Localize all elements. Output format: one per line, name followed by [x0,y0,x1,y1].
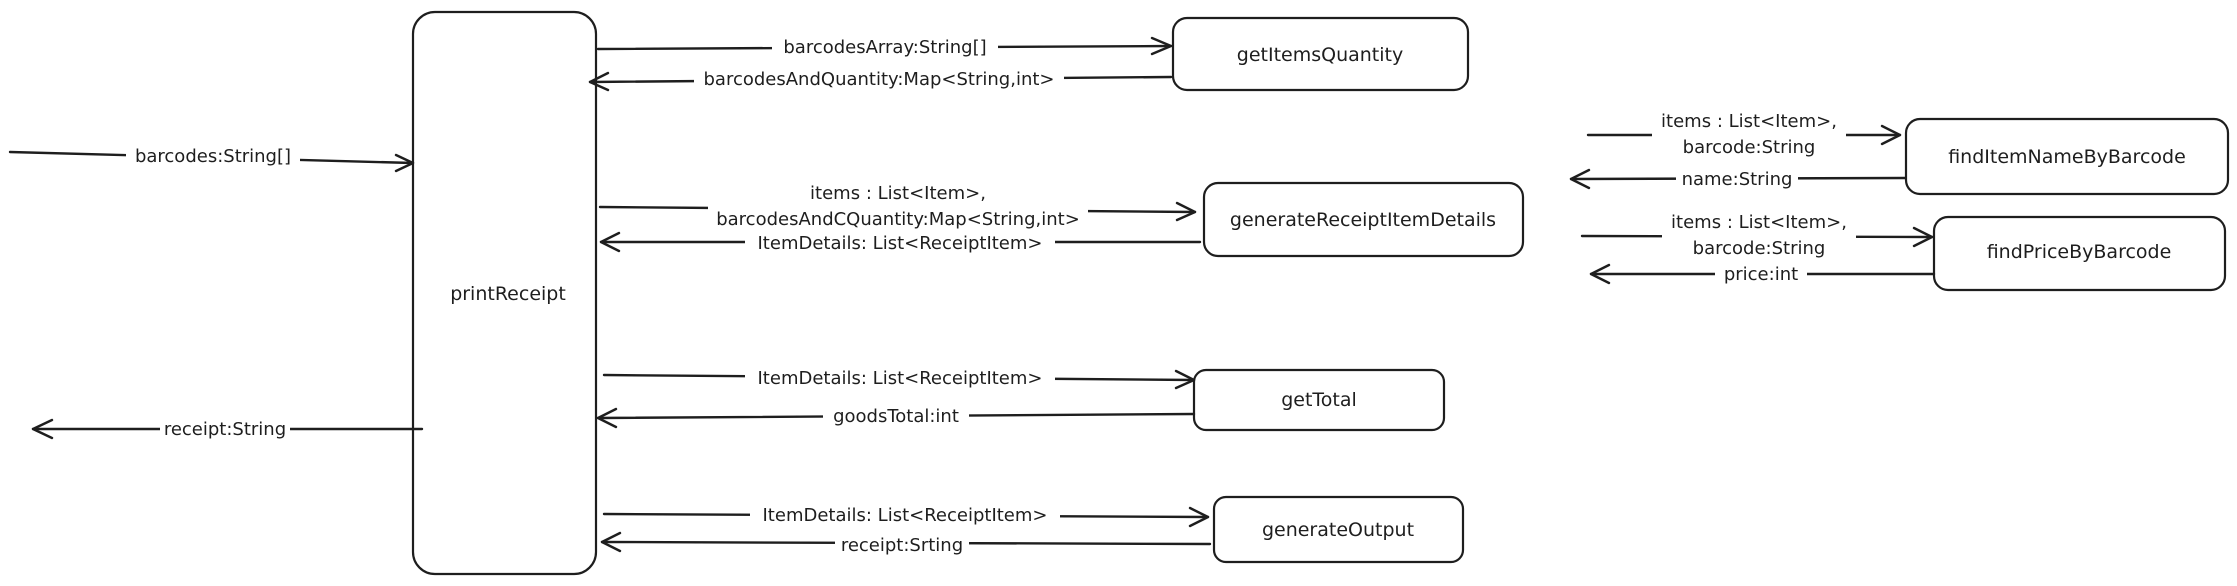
node-find-price-by-barcode: findPriceByBarcode [1932,215,2227,292]
edge-item-details-to-output: ItemDetails: List<ReceiptItem> [602,503,1210,528]
edge-name-string: name:String [1569,167,1907,191]
edge-item-details-return: ItemDetails: List<ReceiptItem> [599,231,1202,255]
edge-label-items-list-1: items : List<Item>, [810,183,986,204]
edge-label-name-string: name:String [1682,169,1793,190]
edge-receipt-srting: receipt:Srting [600,531,1212,557]
node-label-generate-output: generateOutput [1262,519,1414,541]
edge-barcodes-in: barcodes:String[] [8,144,415,173]
edge-items-barcode-to-name: items : List<Item>, barcode:String [1586,109,1902,159]
edge-label-price-int: price:int [1724,264,1798,285]
edge-label-items-list-price: items : List<Item>, [1671,212,1847,233]
edge-label-barcodes-and-quantity: barcodesAndQuantity:Map<String,int> [704,69,1055,90]
edge-label-barcode-string-price: barcode:String [1693,238,1826,259]
edge-price-int: price:int [1589,262,1936,286]
edge-label-barcodes-and-cquantity: barcodesAndCQuantity:Map<String,int> [716,209,1080,230]
edge-label-item-details-to-output: ItemDetails: List<ReceiptItem> [763,505,1048,526]
node-label-find-price-by-barcode: findPriceByBarcode [1987,241,2172,263]
node-get-items-quantity: getItemsQuantity [1171,16,1470,92]
node-print-receipt: printReceipt [411,10,598,576]
node-label-get-total: getTotal [1281,389,1357,411]
edge-goods-total: goodsTotal:int [596,404,1196,429]
edge-label-goods-total: goodsTotal:int [833,406,959,427]
edge-receipt-out: receipt:String [31,417,424,441]
node-label-get-items-quantity: getItemsQuantity [1237,44,1403,66]
edge-barcodes-and-quantity: barcodesAndQuantity:Map<String,int> [588,67,1173,92]
edge-label-receipt-out: receipt:String [164,419,286,440]
edge-barcodes-array: barcodesArray:String[] [596,35,1173,59]
edge-label-barcodes-in: barcodes:String[] [135,146,291,167]
edge-label-barcode-string-name: barcode:String [1683,137,1816,158]
edge-item-details-to-total: ItemDetails: List<ReceiptItem> [602,366,1196,390]
node-get-total: getTotal [1192,368,1446,432]
edge-label-receipt-srting: receipt:Srting [841,535,963,556]
node-find-item-name-by-barcode: findItemNameByBarcode [1904,117,2230,196]
edge-items-barcode-to-price: items : List<Item>, barcode:String [1580,210,1934,260]
node-generate-output: generateOutput [1212,495,1465,564]
edge-label-barcodes-array: barcodesArray:String[] [783,37,986,58]
edge-label-item-details-to-total: ItemDetails: List<ReceiptItem> [758,368,1043,389]
node-generate-receipt-item-details: generateReceiptItemDetails [1202,181,1525,258]
node-label-print-receipt: printReceipt [450,283,566,305]
node-label-generate-receipt-item-details: generateReceiptItemDetails [1230,209,1496,231]
edge-label-items-list-name: items : List<Item>, [1661,111,1837,132]
edge-items-and-cquantity: items : List<Item>, barcodesAndCQuantity… [598,181,1197,231]
node-label-find-item-name-by-barcode: findItemNameByBarcode [1948,146,2186,168]
edge-label-item-details-return: ItemDetails: List<ReceiptItem> [758,233,1043,254]
